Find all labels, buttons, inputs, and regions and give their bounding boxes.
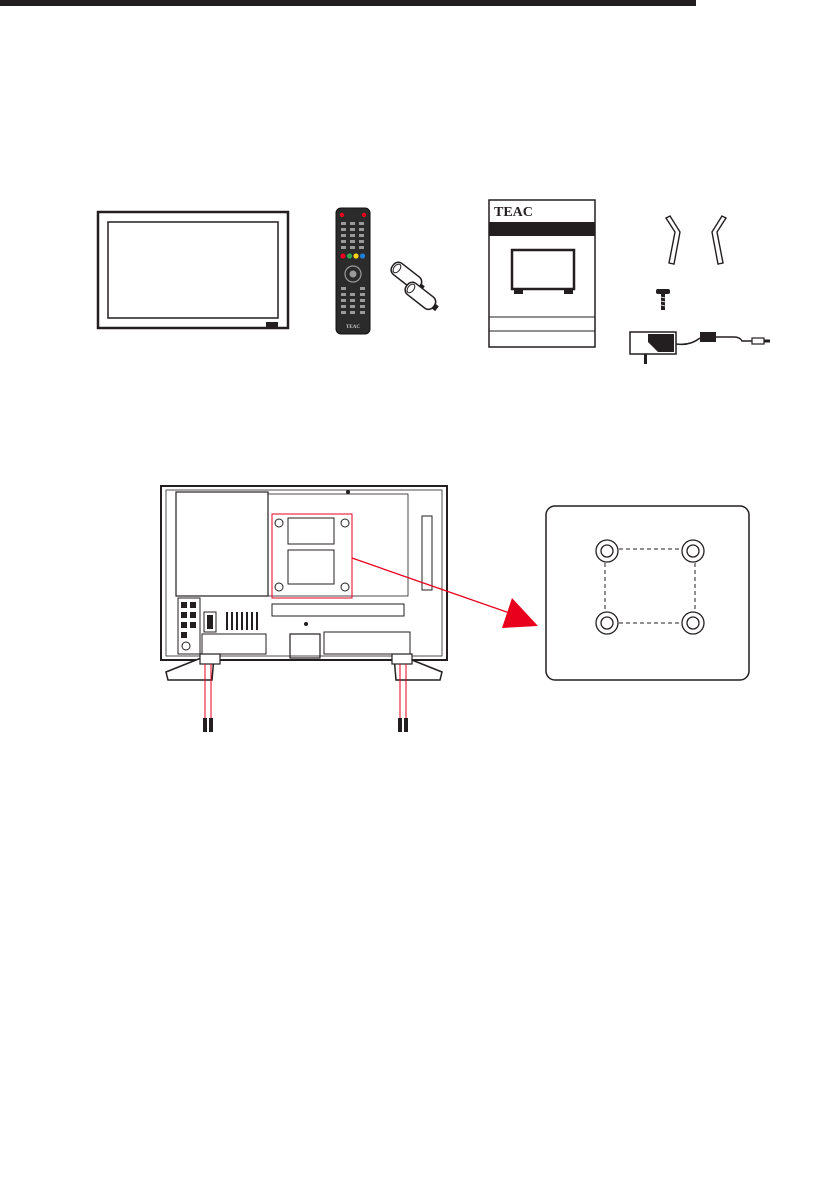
batteries-illustration xyxy=(385,254,445,320)
manual-brand-text: TEAC xyxy=(494,205,533,220)
arrow-icon xyxy=(350,556,540,630)
tv-front-illustration xyxy=(96,210,292,332)
remote-control-illustration: TEAC xyxy=(335,207,371,335)
vesa-hole-pattern-illustration xyxy=(545,505,751,683)
remote-brand-text: TEAC xyxy=(346,325,360,330)
power-adapter-illustration xyxy=(628,324,772,366)
user-manual-illustration: TEAC xyxy=(488,199,598,349)
stand-legs-illustration xyxy=(664,214,728,268)
section-header-rule xyxy=(0,0,696,6)
screw-illustration xyxy=(655,287,671,313)
